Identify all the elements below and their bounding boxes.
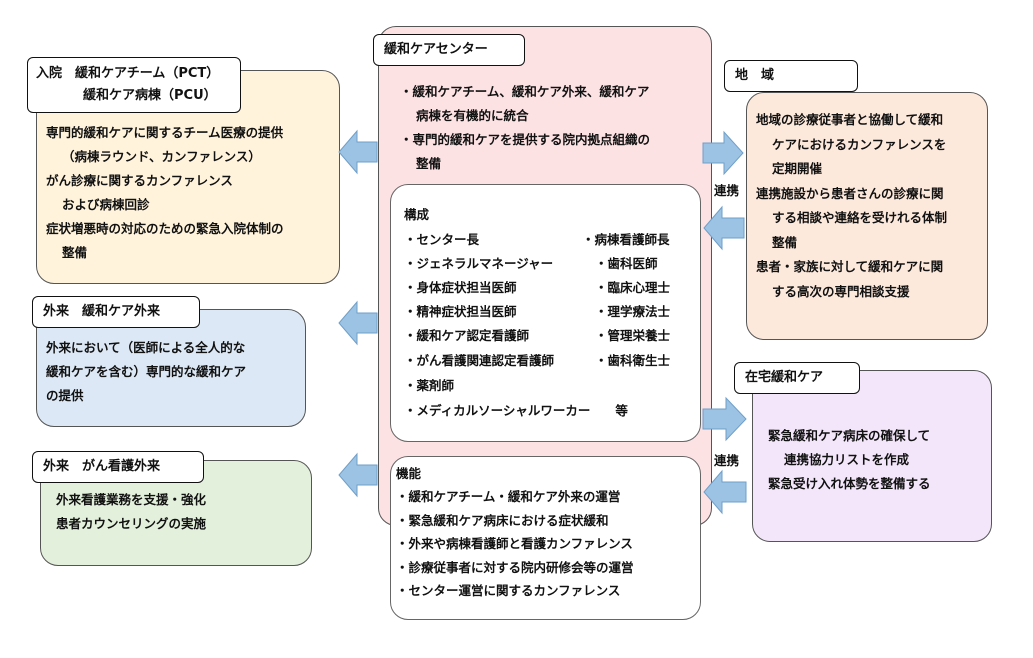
structure-member: ・精神症状担当医師: [404, 304, 517, 319]
function-item: ・診療従事者に対する院内研修会等の運営: [396, 559, 634, 575]
inpatient-line: （病棟ラウンド、カンファレンス）: [62, 149, 261, 164]
structure-box: [390, 184, 701, 442]
inpatient-line: 症状増悪時の対応のための緊急入院体制の: [46, 221, 284, 236]
inpatient-line: 専門的緩和ケアに関するチーム医療の提供: [46, 125, 284, 140]
community-line: 定期開催: [772, 161, 823, 176]
outpatient-pc-box: [36, 309, 306, 427]
structure-member: ・歯科医師: [595, 256, 658, 271]
inpatient-label-line2: 緩和ケア病棟（PCU）: [83, 88, 217, 103]
community-line: ケアにおけるカンファレンスを: [772, 136, 947, 152]
outpatient-pc-lines: 外来において（医師による全人的な 緩和ケアを含む）専門的な緩和ケア の提供: [46, 336, 246, 408]
arrow-to-outpatient-nursing: [338, 452, 378, 498]
function-item: ・緩和ケアチーム・緩和ケア外来の運営: [396, 489, 621, 505]
connector-label-homecare: 連携: [714, 453, 740, 468]
structure-member: ・メディカルソーシャルワーカー 等: [404, 403, 628, 418]
structure-member: ・がん看護関連認定看護師: [404, 353, 555, 368]
center-bullet: ・専門的緩和ケアを提供する院内拠点組織の: [400, 132, 651, 147]
homecare-line: 緊急受け入れ体勢を整備する: [768, 476, 931, 491]
structure-member: ・身体症状担当医師: [404, 280, 517, 295]
inpatient-label: 入院 緩和ケアチーム（PCT） 緩和ケア病棟（PCU）: [27, 57, 241, 113]
function-item: ・緊急緩和ケア病床における症状緩和: [396, 512, 609, 528]
outpatient-nursing-line: 患者カウンセリングの実施: [56, 516, 207, 531]
center-title: 緩和ケアセンター: [373, 34, 525, 66]
structure-member: ・理学療法士: [595, 304, 671, 319]
inpatient-label-line1: 入院 緩和ケアチーム（PCT）: [36, 66, 220, 81]
structure-member: ・歯科衛生士: [595, 353, 671, 368]
community-line: する相談や連絡を受けれる体制: [772, 210, 948, 225]
homecare-line: 連携協力リストを作成: [784, 452, 910, 467]
outpatient-pc-line: 外来において（医師による全人的な: [46, 340, 246, 355]
structure-member: ・ジェネラルマネージャー: [404, 256, 554, 271]
arrow-to-inpatient: [338, 129, 378, 175]
homecare-lines: 緊急緩和ケア病床の確保して 連携協力リストを作成 緊急受け入れ体勢を整備する: [768, 424, 931, 496]
outpatient-pc-label: 外来 緩和ケア外来: [32, 296, 200, 328]
inpatient-line: がん診療に関するカンファレンス: [46, 173, 233, 188]
inpatient-line: 整備: [62, 245, 88, 260]
function-item: ・センター運営に関するカンファレンス: [396, 583, 621, 599]
homecare-line: 緊急緩和ケア病床の確保して: [768, 428, 931, 443]
community-label: 地 域: [724, 60, 858, 92]
outpatient-nursing-lines: 外来看護業務を支援・強化 患者カウンセリングの実施: [56, 488, 206, 536]
function-list: 機能 ・緩和ケアチーム・緩和ケア外来の運営 ・緊急緩和ケア病床における症状緩和 …: [396, 462, 634, 602]
center-bullet: 整備: [416, 156, 442, 171]
community-box: [746, 92, 988, 340]
structure-member: ・管理栄養士: [595, 328, 671, 343]
inpatient-line: および病棟回診: [62, 197, 150, 212]
function-item: ・外来や病棟看護師と看護カンファレンス: [396, 536, 633, 552]
community-line: 患者・家族に対して緩和ケアに関: [756, 259, 944, 274]
homecare-label: 在宅緩和ケア: [734, 362, 860, 394]
function-box: [390, 456, 701, 620]
outpatient-nursing-label: 外来 がん看護外来: [32, 451, 204, 483]
homecare-box: [752, 370, 992, 542]
community-lines: 地域の診療従事者と協働して緩和 ケアにおけるカンファレンスを 定期開催 連携施設…: [756, 108, 947, 304]
outpatient-pc-line: の提供: [46, 388, 84, 403]
center-bullet: 病棟を有機的に統合: [416, 108, 529, 123]
structure-member: ・薬剤師: [404, 378, 455, 393]
structure-heading: 構成: [404, 207, 430, 222]
community-line: 連携施設から患者さんの診療に関: [756, 185, 944, 201]
community-line: 整備: [772, 234, 798, 250]
function-heading: 機能: [396, 466, 422, 481]
structure-member: ・緩和ケア認定看護師: [404, 328, 530, 343]
arrow-to-outpatient-pc: [338, 300, 378, 346]
community-line: 地域の診療従事者と協働して緩和: [756, 112, 944, 127]
center-bullet: ・緩和ケアチーム、緩和ケア外来、緩和ケア: [400, 84, 650, 99]
structure-member: ・病棟看護師長: [582, 232, 670, 247]
center-bullets: ・緩和ケアチーム、緩和ケア外来、緩和ケア 病棟を有機的に統合 ・専門的緩和ケアを…: [400, 80, 650, 176]
structure-member: ・センター長: [404, 232, 480, 247]
connector-label-community: 連携: [714, 183, 740, 198]
outpatient-pc-line: 緩和ケアを含む）専門的な緩和ケア: [46, 364, 247, 379]
structure-member: ・臨床心理士: [595, 280, 671, 295]
community-line: する高次の専門相談支援: [772, 283, 910, 299]
inpatient-lines: 専門的緩和ケアに関するチーム医療の提供 （病棟ラウンド、カンファレンス） がん診…: [46, 121, 284, 265]
outpatient-nursing-line: 外来看護業務を支援・強化: [56, 492, 207, 507]
